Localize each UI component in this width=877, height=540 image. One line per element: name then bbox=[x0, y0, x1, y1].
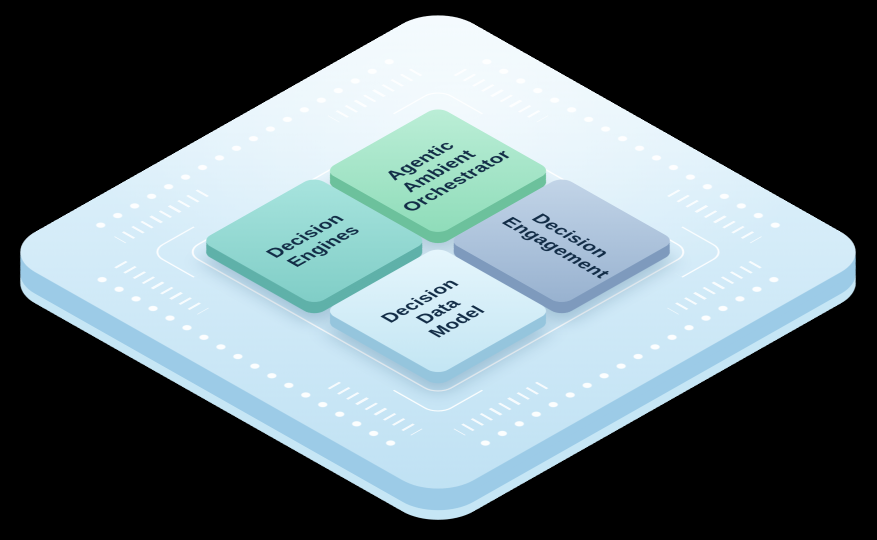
tile-label-decision-data-model: Decision Data Model bbox=[375, 275, 489, 340]
iso-plane: Agentic Ambient Orchestrator Decision En… bbox=[0, 3, 877, 501]
tile-label-decision-engines: Decision Engines bbox=[260, 210, 365, 270]
tile-label-agentic-ambient-orchestrator: Agentic Ambient Orchestrator bbox=[379, 137, 516, 215]
tile-label-decision-engagement: Decision Engagement bbox=[497, 210, 616, 281]
